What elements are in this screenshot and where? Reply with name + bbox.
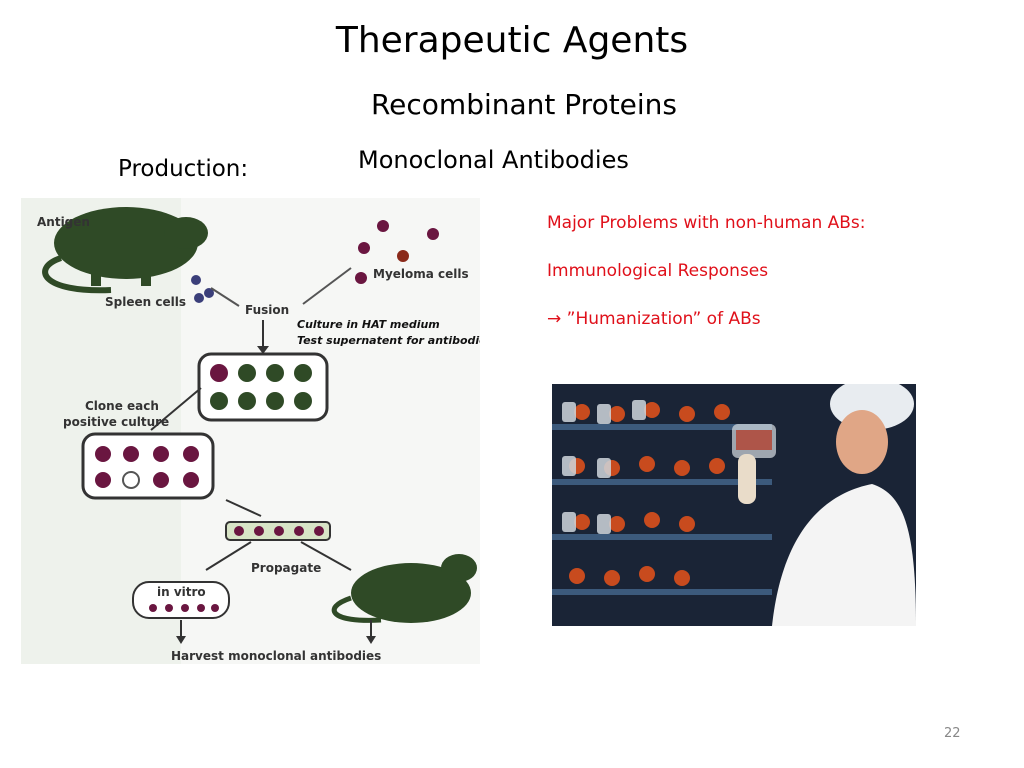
label-myeloma-cells: Myeloma cells (373, 267, 469, 281)
mouse-icon (42, 207, 208, 294)
label-in-vitro: in vitro (157, 585, 206, 599)
mouse-icon (331, 554, 477, 623)
page-number: 22 (944, 726, 961, 741)
antibody-production-diagram: Antigen Spleen cells Myeloma cells Fusio… (21, 198, 480, 664)
label-culture-2: Test supernatent for antibodies (297, 334, 480, 347)
label-antigen: Antigen (37, 215, 90, 229)
label-spleen-cells: Spleen cells (105, 295, 186, 309)
production-label: Production: (118, 156, 249, 182)
label-clone-1: Clone each (85, 399, 159, 413)
lab-photo (552, 384, 916, 626)
label-clone-2: positive culture (63, 415, 169, 429)
label-harvest: Harvest monoclonal antibodies (171, 649, 381, 663)
note-problems: Major Problems with non-human ABs: (547, 213, 866, 233)
label-propagate: Propagate (251, 561, 321, 575)
label-fusion: Fusion (245, 303, 289, 317)
section-label: Monoclonal Antibodies (358, 146, 629, 174)
note-humanization: → ”Humanization” of ABs (547, 309, 761, 329)
label-culture-1: Culture in HAT medium (297, 318, 440, 331)
slide-subtitle: Recombinant Proteins (370, 88, 678, 121)
note-immunological: Immunological Responses (547, 261, 769, 281)
slide-title: Therapeutic Agents (335, 20, 689, 61)
